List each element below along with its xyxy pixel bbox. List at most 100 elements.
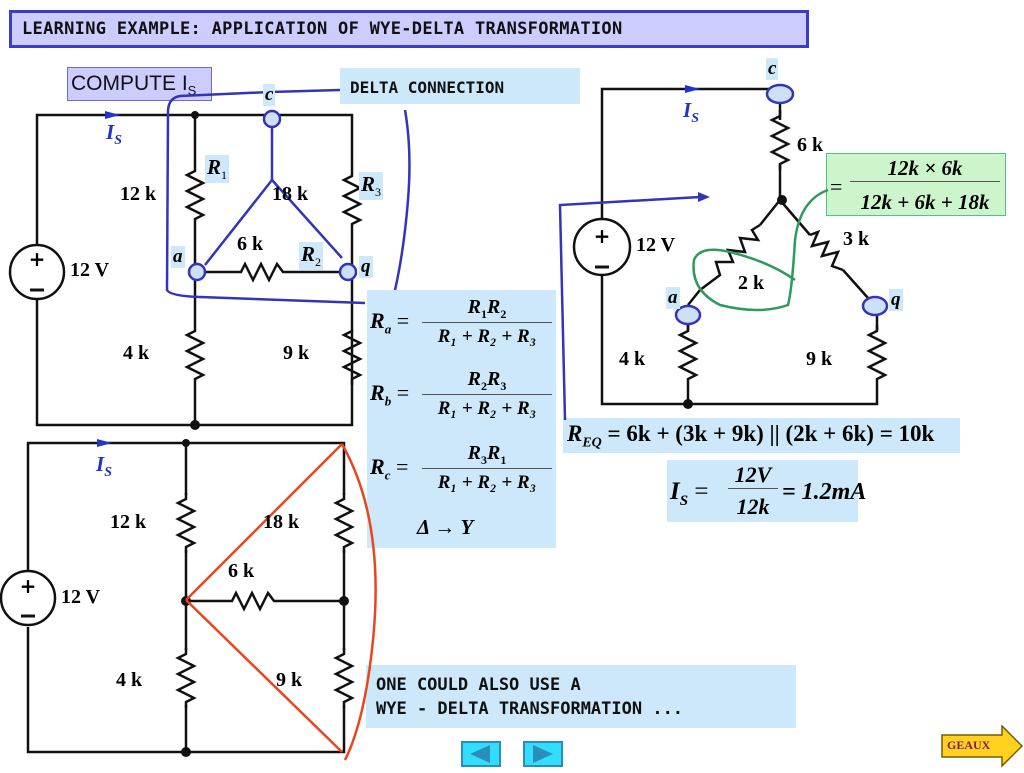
label-4k-3: 4 k xyxy=(116,669,143,691)
label-18k-3: 18 k xyxy=(263,511,300,533)
label-12k-3: 12 k xyxy=(110,511,147,533)
is-result: = 1.2mA xyxy=(782,479,867,505)
geaux-arrow-icon xyxy=(941,724,1024,768)
req-lhs: R xyxy=(567,421,583,446)
node-c-label: c xyxy=(263,84,276,106)
node-dot xyxy=(191,111,199,119)
rb-lhs: R xyxy=(370,380,385,405)
is-sub: S xyxy=(691,111,699,127)
label-r2: R2 xyxy=(299,242,324,271)
resistor-6k xyxy=(237,261,287,283)
resistor-12k xyxy=(176,491,196,555)
req-box xyxy=(563,418,960,453)
label-12v-3: 12 V xyxy=(61,586,101,608)
label-r3: R3 xyxy=(359,172,384,201)
label-12k: 12 k xyxy=(120,183,157,205)
rc-sub: c xyxy=(384,467,391,483)
svg-text:+: + xyxy=(20,574,37,598)
green-denominator: 12k + 6k + 18k xyxy=(860,190,990,214)
req-equation: REQ = 6k + (3k + 9k) || (2k + 6k) = 10k xyxy=(567,421,934,452)
red-delta-overlay xyxy=(185,443,377,761)
is-text: I xyxy=(96,452,105,476)
r3-sub: 3 xyxy=(375,185,382,200)
voltage-source-3: + xyxy=(0,569,57,627)
is-text: I xyxy=(683,98,692,122)
label-4k: 4 k xyxy=(123,342,150,364)
node-q-circle xyxy=(338,262,358,282)
label-18k: 18 k xyxy=(272,183,309,205)
is-eq: = xyxy=(694,478,709,505)
r1-text: R xyxy=(207,155,222,179)
node-a-ellipse xyxy=(674,304,702,326)
req-rhs: = 6k + (3k + 9k) || (2k + 6k) = 10k xyxy=(607,421,935,446)
is-lhs-sub: S xyxy=(679,493,689,509)
label-3k-2: 3 k xyxy=(843,228,870,250)
label-2k-2: 2 k xyxy=(738,272,765,294)
resistor-12k xyxy=(185,163,205,227)
rc-numerator: R3R1 xyxy=(422,442,552,469)
slide-title: LEARNING EXAMPLE: APPLICATION OF WYE-DEL… xyxy=(9,10,809,48)
green-formula-box xyxy=(826,153,1006,216)
next-button[interactable] xyxy=(523,741,563,767)
is-denominator: 12k xyxy=(736,494,770,519)
is-label-1: IS xyxy=(106,120,122,149)
label-12v: 12 V xyxy=(70,259,110,281)
is-lhs-block: IS = xyxy=(670,478,708,510)
resistor-4k xyxy=(176,646,196,710)
resistor-6k xyxy=(228,590,278,612)
rc-denominator: R₁ + R₂ + R₃ xyxy=(437,472,537,493)
label-6k-2: 6 k xyxy=(797,134,824,156)
geaux-button[interactable]: GEAUX xyxy=(940,724,1024,768)
resistor-4k xyxy=(678,323,698,387)
is-box xyxy=(667,460,858,522)
node-c-ellipse xyxy=(765,83,795,105)
is-label-2: IS xyxy=(683,98,699,127)
compute-sub: S xyxy=(187,83,197,99)
is-numerator: 12V xyxy=(728,462,778,489)
resistor-2k xyxy=(699,223,761,291)
r3-text: R xyxy=(361,172,376,196)
resistor-3k xyxy=(809,229,844,272)
svg-text:+: + xyxy=(29,247,46,271)
node-dot xyxy=(339,596,349,606)
current-arrow-icon xyxy=(97,439,112,447)
circuit-2-resistors xyxy=(678,108,887,387)
ra-denominator: R₁ + R₂ + R₃ xyxy=(437,326,537,347)
node-c-circle xyxy=(262,109,282,129)
node-dot xyxy=(777,195,787,205)
label-6k-3: 6 k xyxy=(228,560,255,582)
resistor-9k xyxy=(867,323,887,387)
resistor-9k xyxy=(334,646,354,710)
is-sub: S xyxy=(104,465,112,481)
req-sub: EQ xyxy=(582,435,602,451)
voltage-source-2: + xyxy=(572,217,632,277)
node-q-label: q xyxy=(359,256,373,278)
node-q-ellipse xyxy=(861,295,889,317)
is-sub: S xyxy=(114,133,122,149)
label-12v-2: 12 V xyxy=(636,234,676,256)
label-r1: R1 xyxy=(205,155,230,184)
node-dot xyxy=(683,399,693,409)
delta-to-wye-label: Δ → Y xyxy=(417,515,474,539)
is-text: I xyxy=(106,120,115,144)
r2-text: R xyxy=(301,242,316,266)
node-c-label-2: c xyxy=(766,58,779,80)
node-a-circle xyxy=(187,262,207,282)
node-a-label: a xyxy=(171,246,185,268)
label-9k-3: 9 k xyxy=(276,669,303,691)
ra-sub: a xyxy=(384,321,392,337)
node-dot xyxy=(181,747,191,757)
node-dot xyxy=(190,420,200,430)
is-label-3: IS xyxy=(96,452,112,481)
node-dot xyxy=(182,439,190,447)
resistor-18k xyxy=(334,491,354,555)
prev-button[interactable] xyxy=(461,741,501,767)
label-9k: 9 k xyxy=(283,342,310,364)
blue-pointer-arrow xyxy=(558,195,701,421)
label-9k-2: 9 k xyxy=(806,348,833,370)
note-box: ONE COULD ALSO USE A WYE - DELTA TRANSFO… xyxy=(366,665,796,728)
green-eq: = xyxy=(830,174,843,199)
rb-denominator: R₁ + R₂ + R₃ xyxy=(437,398,537,419)
current-arrow-icon xyxy=(105,111,120,119)
ra-lhs: R xyxy=(370,308,385,333)
